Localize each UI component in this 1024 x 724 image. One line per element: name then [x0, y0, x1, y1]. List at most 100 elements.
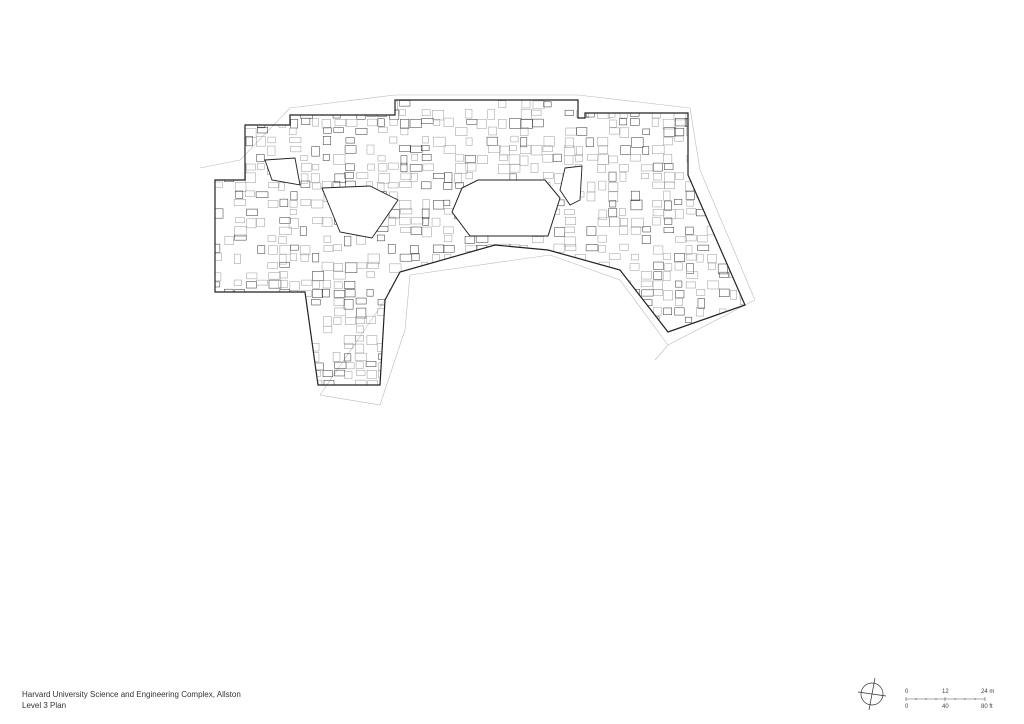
room: [465, 137, 473, 146]
room: [630, 389, 640, 399]
room: [511, 389, 519, 398]
room: [576, 281, 587, 290]
room: [519, 352, 529, 363]
room: [443, 362, 452, 369]
room: [388, 100, 398, 111]
room: [565, 380, 575, 385]
room: [696, 307, 704, 317]
room: [684, 234, 697, 242]
room: [741, 101, 745, 110]
room: [291, 389, 301, 397]
room: [257, 118, 266, 129]
room: [653, 342, 664, 350]
room: [389, 136, 398, 144]
room: [719, 190, 728, 199]
room: [215, 128, 226, 136]
room: [641, 316, 651, 326]
room: [356, 262, 367, 269]
room: [597, 137, 609, 147]
room: [465, 298, 477, 308]
room: [321, 119, 331, 129]
room: [642, 352, 653, 362]
room: [652, 361, 666, 371]
room: [740, 208, 745, 218]
room: [311, 362, 324, 371]
room: [674, 199, 683, 205]
room: [585, 137, 594, 147]
room: [739, 270, 745, 281]
room: [718, 344, 730, 351]
room: [246, 208, 258, 216]
room: [268, 245, 278, 255]
room: [345, 317, 357, 325]
room: [651, 118, 659, 127]
room: [663, 378, 673, 385]
room: [344, 371, 353, 379]
room: [465, 317, 473, 326]
room: [312, 118, 319, 127]
room: [696, 100, 706, 109]
room: [443, 199, 451, 206]
room: [278, 182, 285, 191]
room: [215, 100, 221, 108]
room: [355, 379, 367, 385]
room: [609, 390, 615, 395]
room: [532, 100, 545, 110]
room: [432, 371, 445, 380]
room: [299, 343, 312, 352]
room: [674, 371, 685, 382]
room: [729, 200, 740, 209]
room: [707, 280, 720, 290]
room: [608, 353, 619, 362]
room: [696, 127, 705, 135]
room: [300, 180, 311, 188]
room: [332, 352, 341, 362]
room: [433, 299, 441, 309]
room: [411, 217, 424, 225]
room: [378, 370, 386, 379]
room: [475, 290, 488, 300]
scale-imperial-0: 0: [905, 704, 909, 710]
room: [235, 110, 248, 118]
room: [367, 253, 380, 264]
room: [563, 145, 576, 157]
room: [410, 226, 422, 235]
room: [410, 370, 422, 379]
room: [531, 326, 544, 337]
room: [279, 254, 287, 265]
room: [530, 163, 539, 173]
room: [543, 261, 554, 271]
room: [224, 288, 234, 300]
room: [499, 316, 512, 326]
room-layout: [215, 100, 745, 399]
room: [564, 389, 574, 395]
room: [663, 136, 673, 146]
room: [717, 263, 728, 275]
room: [290, 191, 298, 201]
room: [576, 316, 587, 324]
room: [729, 108, 738, 115]
room: [652, 172, 662, 181]
room: [246, 334, 255, 341]
room: [542, 270, 554, 282]
room: [664, 163, 674, 170]
room: [246, 317, 259, 324]
room: [333, 298, 345, 306]
room: [717, 172, 728, 179]
room: [598, 100, 606, 106]
room: [586, 226, 597, 236]
room: [289, 200, 298, 208]
room: [268, 182, 280, 189]
room: [740, 109, 745, 116]
room: [256, 326, 269, 336]
room: [653, 245, 664, 255]
room: [300, 173, 309, 184]
room: [443, 299, 454, 307]
room: [224, 146, 235, 157]
room: [598, 379, 607, 385]
room: [279, 245, 291, 255]
room: [288, 218, 299, 229]
room: [464, 109, 473, 119]
room: [586, 298, 596, 304]
room: [366, 289, 374, 297]
